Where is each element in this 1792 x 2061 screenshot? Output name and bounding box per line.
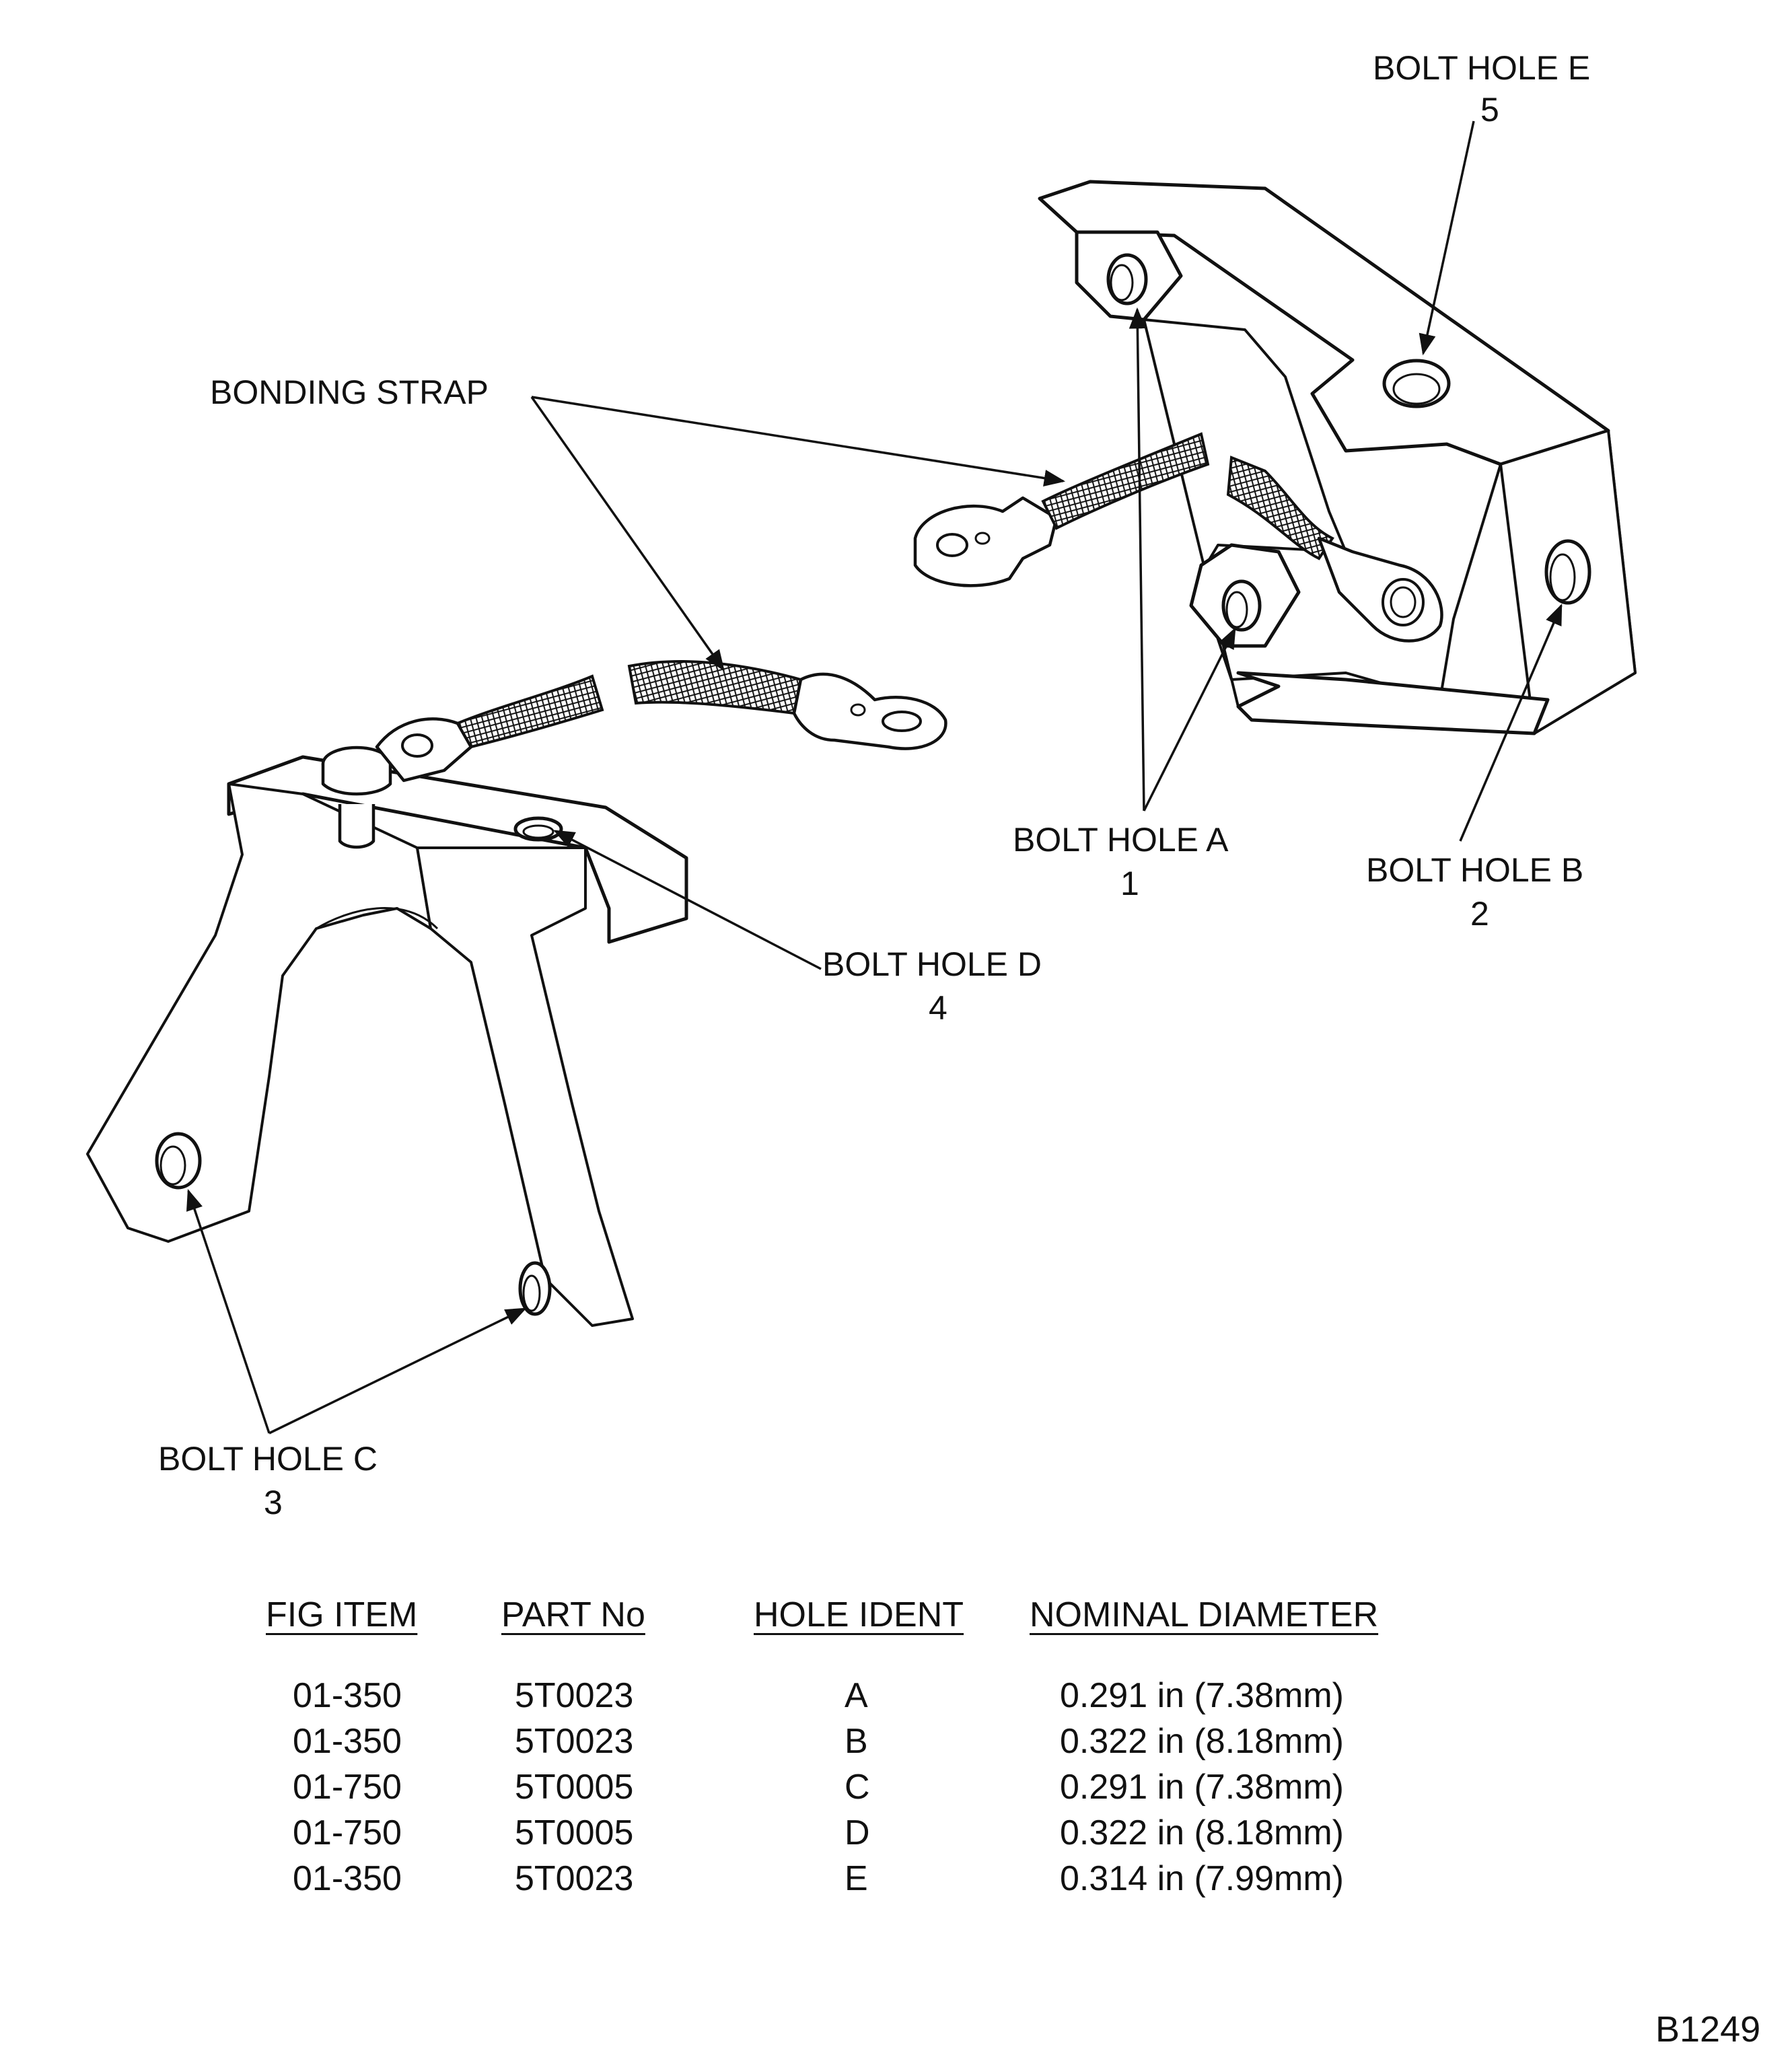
- bolt-hole-d: [513, 816, 563, 842]
- cell-hole-ident: B: [845, 1722, 868, 1761]
- cell-hole-ident: A: [845, 1676, 868, 1715]
- label-bolt-hole-e-num: 5: [1480, 91, 1499, 129]
- cell-part-no: 5T0005: [515, 1768, 634, 1807]
- label-bolt-hole-b-num: 2: [1470, 895, 1489, 933]
- header-fig-item: FIG ITEM: [266, 1595, 418, 1634]
- label-bonding-strap: BONDING STRAP: [210, 373, 489, 411]
- bolt-hole-e: [1382, 359, 1451, 408]
- cell-hole-ident: C: [845, 1768, 870, 1807]
- label-bolt-hole-b: BOLT HOLE B: [1366, 851, 1583, 889]
- table-row: 01-750 5T0005 C 0.291 in (7.38mm): [256, 1767, 1454, 1813]
- cell-fig-item: 01-350: [293, 1722, 402, 1761]
- table-row: 01-350 5T0023 A 0.291 in (7.38mm): [256, 1675, 1454, 1721]
- cell-part-no: 5T0023: [515, 1859, 634, 1898]
- upper-bonding-strap: [913, 432, 1443, 643]
- cell-hole-ident: D: [845, 1813, 870, 1852]
- table-header: FIG ITEM PART No HOLE IDENT NOMINAL DIAM…: [256, 1588, 1454, 1669]
- table-row: 01-350 5T0023 E 0.314 in (7.99mm): [256, 1858, 1454, 1904]
- leader-lines: [186, 120, 1563, 1435]
- bolt-hole-c: [155, 1132, 202, 1190]
- label-bolt-hole-e: BOLT HOLE E: [1373, 49, 1590, 87]
- cell-part-no: 5T0005: [515, 1813, 634, 1852]
- header-hole-ident: HOLE IDENT: [754, 1595, 964, 1634]
- table-row: 01-350 5T0023 B 0.322 in (8.18mm): [256, 1721, 1454, 1767]
- cell-hole-ident: E: [845, 1859, 868, 1898]
- label-bolt-hole-c-num: 3: [264, 1484, 283, 1521]
- label-bolt-hole-a: BOLT HOLE A: [1013, 821, 1229, 859]
- label-bolt-hole-d-num: 4: [929, 989, 947, 1027]
- cell-nominal-diameter: 0.322 in (8.18mm): [1060, 1722, 1344, 1761]
- cell-nominal-diameter: 0.322 in (8.18mm): [1060, 1813, 1344, 1852]
- lower-bracket: [86, 746, 688, 1327]
- bolt: [321, 746, 392, 849]
- cell-fig-item: 01-750: [293, 1768, 402, 1807]
- label-bolt-hole-a-num: 1: [1120, 865, 1139, 902]
- hole-diameter-table: FIG ITEM PART No HOLE IDENT NOMINAL DIAM…: [256, 1588, 1454, 1904]
- cell-fig-item: 01-750: [293, 1813, 402, 1852]
- cell-nominal-diameter: 0.314 in (7.99mm): [1060, 1859, 1344, 1898]
- bolt-hole-c-lower: [518, 1261, 552, 1316]
- bolt-hole-a: [1221, 579, 1262, 632]
- bolt-hole-a-upper: [1106, 253, 1148, 305]
- label-bolt-hole-c: BOLT HOLE C: [158, 1440, 378, 1478]
- header-part-no: PART No: [501, 1595, 645, 1634]
- bolt-hole-b: [1544, 539, 1591, 605]
- cell-fig-item: 01-350: [293, 1676, 402, 1715]
- cell-nominal-diameter: 0.291 in (7.38mm): [1060, 1768, 1344, 1807]
- cell-fig-item: 01-350: [293, 1859, 402, 1898]
- header-nominal-diameter: NOMINAL DIAMETER: [1030, 1595, 1379, 1634]
- table-row: 01-750 5T0005 D 0.322 in (8.18mm): [256, 1813, 1454, 1858]
- lower-bonding-strap: [375, 659, 947, 783]
- cell-part-no: 5T0023: [515, 1676, 634, 1715]
- cell-part-no: 5T0023: [515, 1722, 634, 1761]
- figure-reference: B1249: [1655, 2009, 1761, 2050]
- label-bolt-hole-d: BOLT HOLE D: [822, 945, 1042, 983]
- cell-nominal-diameter: 0.291 in (7.38mm): [1060, 1676, 1344, 1715]
- upper-bracket: [1038, 180, 1637, 735]
